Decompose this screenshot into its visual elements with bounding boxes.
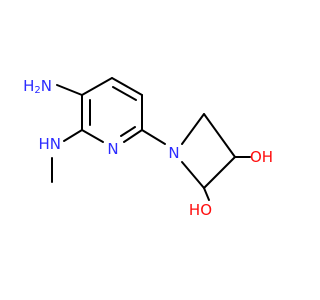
methylamino-h-label: H <box>38 135 49 153</box>
hydroxyl-lower-label: HO <box>189 201 212 219</box>
bond-c4-n <box>123 129 143 143</box>
hydroxyl-lower-h-label: H <box>189 201 200 219</box>
methylamino-n-label: N <box>50 135 61 153</box>
pyrrolidine-nitrogen-label: N <box>168 144 179 162</box>
amino-subscript-label: 2 <box>34 85 40 96</box>
amino-n-label: N <box>41 77 52 95</box>
bond-c4-n-inner <box>120 126 136 137</box>
bond-c2-c3-inner <box>112 86 137 101</box>
amino-group-label: H2N <box>23 77 52 96</box>
hydroxyl-upper-label: OH <box>250 148 273 166</box>
amino-h-label: H <box>23 77 34 95</box>
bond-n-c6 <box>81 129 104 143</box>
bond-n-ca <box>181 113 205 145</box>
bond-c4-pyrrolidine-n <box>141 129 166 145</box>
hydroxyl-lower-o-label: O <box>200 201 212 219</box>
atom-labels: H2N HN N N OH HO <box>23 77 273 219</box>
pyrrolidine-ring <box>181 113 251 201</box>
bond-cb-cc <box>203 156 236 189</box>
pyridine-nitrogen-label: N <box>107 140 118 158</box>
molecule-diagram: H2N HN N N OH HO <box>23 77 273 219</box>
bond-cc-n <box>181 161 205 189</box>
bond-c1-nh2 <box>56 84 83 96</box>
bond-c6-nh <box>63 129 83 142</box>
pyridine-ring <box>81 77 143 143</box>
bond-c2-c3 <box>111 77 143 96</box>
methylamino-group-label: HN <box>38 135 61 153</box>
bond-ca-cb <box>203 113 236 158</box>
substituent-bonds <box>51 84 166 183</box>
bond-cc-oh <box>203 187 210 201</box>
bond-c1-c2 <box>81 77 113 96</box>
